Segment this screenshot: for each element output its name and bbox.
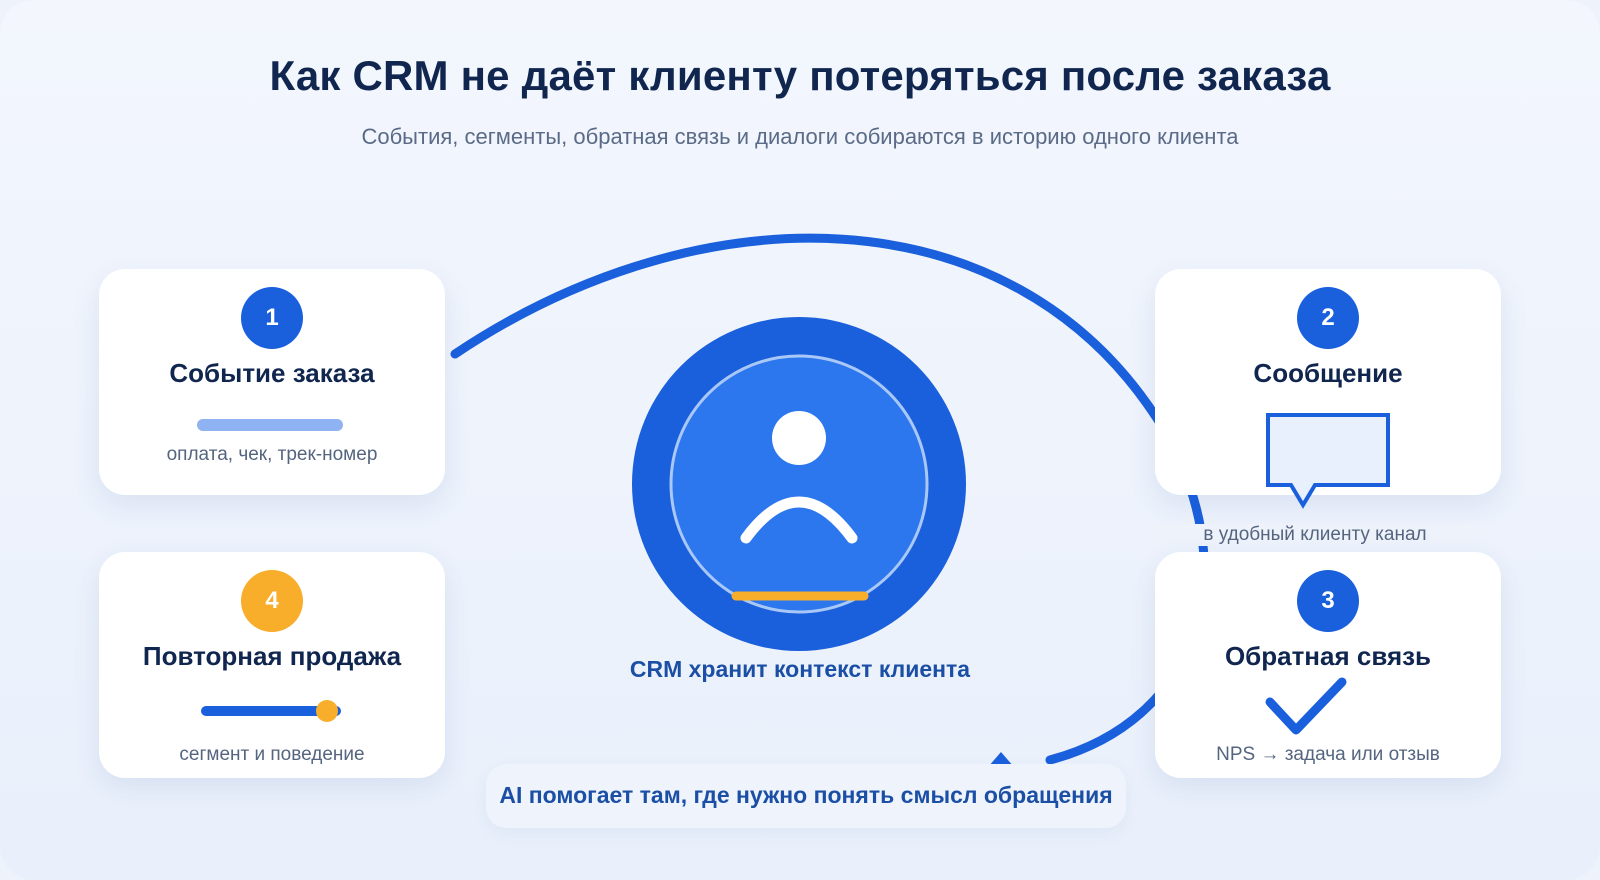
page-subtitle: События, сегменты, обратная связь и диал… [361, 124, 1239, 149]
flow-arrow-icon [988, 752, 1014, 767]
page-title: Как CRM не даёт клиенту потеряться после… [269, 52, 1331, 99]
step-card-repeat-sale: 4 Повторная продажа сегмент и поведение [99, 552, 445, 778]
step-card-order-event: 1 Событие заказа оплата, чек, трек-номер [99, 269, 445, 495]
step-card-feedback: 3 Обратная связь NPS → задача или отзыв [1155, 552, 1501, 778]
step-title: Сообщение [1253, 358, 1403, 388]
step-number-badge: 1 [241, 287, 303, 349]
step-description: NPS → задача или отзыв [1216, 744, 1440, 765]
crm-hub [632, 317, 966, 651]
step-title: Обратная связь [1224, 641, 1432, 671]
step-description: в удобный клиенту канал [1150, 524, 1480, 546]
user-icon [740, 411, 858, 544]
ai-note-text: AI помогает там, где нужно понять смысл … [499, 782, 1113, 808]
chat-bubble-icon [1266, 413, 1390, 509]
step-card-message: 2 Сообщение [1155, 269, 1501, 509]
ai-note-pill: AI помогает там, где нужно понять смысл … [486, 764, 1126, 828]
step-description: оплата, чек, трек-номер [166, 444, 378, 465]
checkmark-icon [1265, 677, 1347, 735]
step-number-badge: 3 [1297, 570, 1359, 632]
step-title: Повторная продажа [142, 641, 402, 671]
progress-bar-icon [197, 419, 343, 431]
hub-inner-circle [669, 354, 929, 614]
hub-label: CRM хранит контекст клиента [629, 656, 971, 682]
step-description: сегмент и поведение [179, 744, 365, 765]
step-number-badge: 4 [241, 570, 303, 632]
slider-icon [201, 700, 341, 722]
step-title: Событие заказа [169, 358, 375, 388]
step-number-badge: 2 [1297, 287, 1359, 349]
